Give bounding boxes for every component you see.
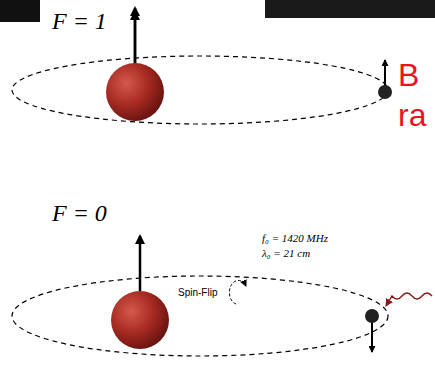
photo-corner (0, 0, 40, 22)
frequency-note: f₀ = 1420 MHz (262, 232, 328, 244)
spin-flip-arrow (229, 280, 246, 304)
proton-spin (139, 236, 142, 291)
cut-heading: B (398, 58, 419, 93)
orbit (12, 56, 388, 124)
spin-flip-label: Spin-Flip (178, 287, 217, 298)
electron (378, 85, 392, 99)
orbit (12, 276, 388, 356)
proton-spin (134, 12, 137, 63)
proton (111, 291, 169, 349)
cut-heading: ra (398, 98, 426, 133)
electron (365, 309, 379, 323)
state-label: F = 0 (52, 200, 107, 226)
state-label: F = 1 (52, 8, 107, 34)
photon-wave (386, 293, 432, 306)
photo-corner (265, 0, 435, 18)
wavelength-note: λ₀ = 21 cm (262, 247, 310, 259)
proton (106, 63, 164, 121)
